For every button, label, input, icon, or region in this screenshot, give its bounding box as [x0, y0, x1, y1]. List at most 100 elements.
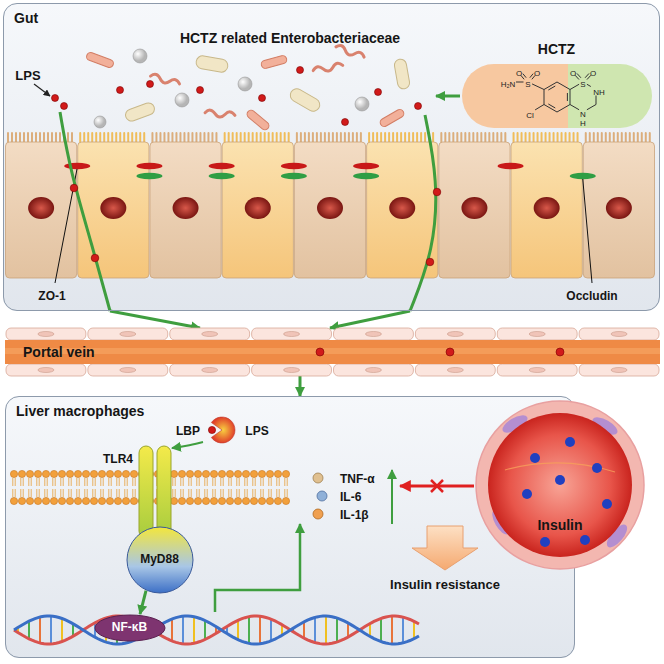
microvillus	[557, 133, 559, 143]
atom-symbol: H₂N	[501, 80, 516, 89]
microvillus	[432, 133, 434, 143]
vessel-wall	[476, 401, 644, 569]
microvillus	[211, 133, 213, 143]
cytokine-name: TNF-α	[340, 472, 375, 486]
microvillus	[468, 133, 470, 143]
pill-half	[568, 64, 652, 128]
lipid-tail	[124, 478, 125, 486]
microvillus	[400, 133, 402, 143]
microvillus	[123, 133, 125, 143]
node-label: NF-κB	[112, 620, 147, 634]
lipid-head	[98, 470, 105, 477]
group-heading: HCTZ related Enterobacteriaceae	[180, 30, 400, 46]
microvillus	[336, 133, 338, 143]
lipid-head	[10, 497, 17, 504]
endothelial-cell	[252, 364, 332, 376]
cell-nucleus	[173, 197, 199, 219]
endothelial-cell	[334, 364, 414, 376]
lipid-tail	[92, 489, 93, 497]
atom-symbol: O	[534, 69, 540, 78]
lipid-tail	[188, 489, 189, 497]
epithelial-cell	[6, 142, 77, 278]
lipid-tail	[100, 478, 101, 486]
lipid-head	[202, 497, 209, 504]
lipid-tail	[111, 489, 112, 497]
microvillus	[360, 133, 362, 143]
microvillus	[480, 133, 482, 143]
node-label: Liver macrophages	[16, 403, 144, 420]
lipid-head	[58, 470, 65, 477]
chemical-bond	[569, 89, 570, 104]
lipid-tail	[183, 478, 184, 486]
microvillus	[115, 133, 117, 143]
lipid-head	[218, 470, 225, 477]
atom-symbol: O	[590, 69, 596, 78]
lipid-head	[202, 470, 209, 477]
microvillus	[175, 133, 177, 143]
endothelial-nucleus	[284, 332, 300, 337]
chemical-bond	[586, 75, 590, 79]
atom-symbol: O	[570, 69, 576, 78]
insulin-molecule	[592, 463, 602, 473]
dna-base-pair	[303, 622, 305, 638]
dna-base-pair	[336, 618, 338, 642]
atom-symbol: S	[580, 80, 585, 89]
rod-bacterium	[245, 109, 270, 132]
lipid-tail	[220, 478, 221, 486]
lipid-tail	[252, 478, 253, 486]
lipid-tail	[135, 478, 136, 486]
lipid-tail	[28, 478, 29, 486]
lipid-tail	[31, 489, 32, 497]
lipid-tail	[52, 489, 53, 497]
lipid-tail	[175, 478, 176, 486]
microvillus	[633, 133, 635, 143]
lipid-tail	[188, 478, 189, 486]
microvillus	[195, 133, 197, 143]
lipid-head	[114, 497, 121, 504]
lipid-tail	[79, 478, 80, 486]
microvillus	[553, 133, 555, 143]
lipid-tail	[276, 478, 277, 486]
lipid-head	[34, 470, 41, 477]
chemical-bond	[522, 73, 525, 77]
zo1-junction	[209, 163, 235, 169]
lps-dot	[61, 103, 68, 110]
lipid-tail	[20, 478, 21, 486]
lipid-tail	[180, 489, 181, 497]
lipid-head	[74, 470, 81, 477]
lipid-head	[210, 497, 217, 504]
lipid-tail	[68, 489, 69, 497]
gut-panel-fill	[3, 3, 660, 311]
atom-symbol: O	[516, 69, 522, 78]
lipid-tail	[108, 478, 109, 486]
dna-strand	[14, 616, 419, 644]
lipid-tail	[23, 478, 24, 486]
lipid-head	[42, 470, 49, 477]
coccus-bacterium	[355, 97, 369, 111]
zo1-junction	[64, 163, 90, 169]
cytokine-ball	[317, 491, 327, 501]
microvillus	[396, 133, 398, 143]
lipid-tail	[252, 489, 253, 497]
lipid-tail	[28, 489, 29, 497]
microvillus	[513, 133, 515, 143]
lipid-tail	[223, 478, 224, 486]
node-label: Portal vein	[23, 344, 95, 361]
microvillus	[348, 133, 350, 143]
lipid-tail	[239, 489, 240, 497]
lps-dot	[297, 67, 304, 74]
microvillus	[187, 133, 189, 143]
microvillus	[31, 133, 33, 143]
node-label: MyD88	[140, 552, 179, 566]
cell-nucleus	[534, 197, 560, 219]
dna-base-pair	[259, 616, 261, 644]
lps-dot	[433, 188, 441, 196]
lipid-head	[194, 497, 201, 504]
endothelial-nucleus	[365, 368, 381, 373]
lipid-head	[178, 470, 185, 477]
microvillus	[525, 133, 527, 143]
endothelial-cell	[252, 328, 332, 340]
chemical-bond	[557, 82, 570, 90]
molecule-name: LPS	[15, 68, 40, 83]
lipid-head	[178, 497, 185, 504]
